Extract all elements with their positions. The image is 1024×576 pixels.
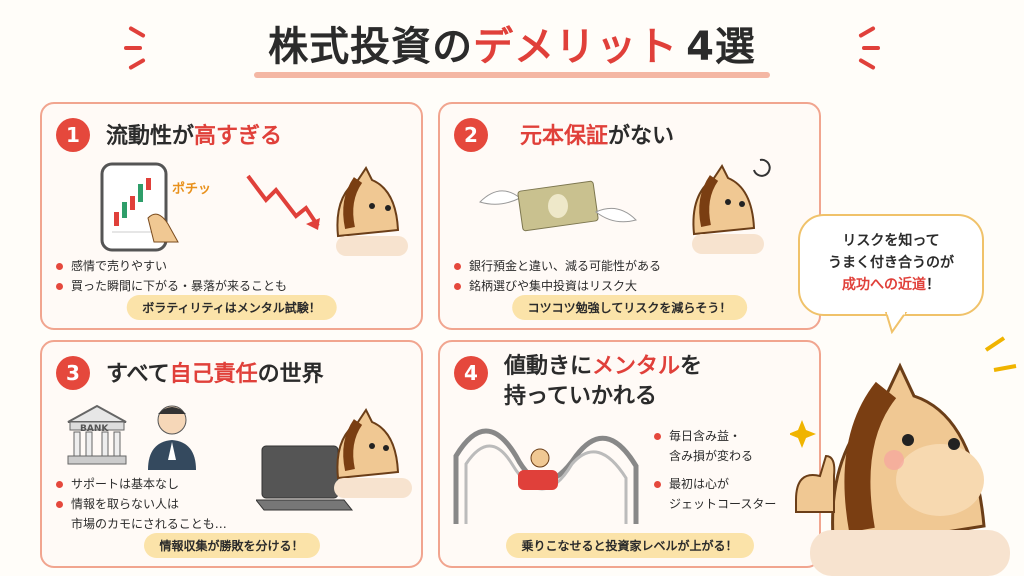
card-bullets: サポートは基本なし 情報を取らない人は 市場のカモにされることも… <box>56 474 227 534</box>
list-item: 毎日含み益・ <box>654 426 776 446</box>
bank-icon <box>67 404 127 465</box>
roller-coaster-icon <box>453 428 639 524</box>
speech-bubble: リスクを知って うまく付き合うのが 成功への近道！ <box>798 214 984 316</box>
falling-arrow-icon <box>246 174 320 230</box>
advisor-person-icon <box>148 405 196 470</box>
click-callout: ポチッ <box>172 182 212 197</box>
title-deco-right-2 <box>862 46 880 50</box>
title-underline <box>254 72 770 78</box>
list-item: サポートは基本なし <box>56 474 227 494</box>
card-banner: 情報収集が勝敗を分ける！ <box>143 533 320 558</box>
card-number: 4 <box>454 356 488 390</box>
card-no-principal-guarantee: 2 元本保証がない 銀行預金と違い、減る可能性がある 銘柄選びや集中投資はリスク… <box>438 102 821 330</box>
thumbs-up-horse-mascot <box>790 336 1017 576</box>
title-suffix: 4選 <box>686 24 756 70</box>
card-self-responsibility: 3 すべて自己責任の世界 BANK サポートは基本なし 情報を取らない人は 市場… <box>40 340 423 568</box>
card-banner: コツコツ勉強してリスクを減らそう！ <box>511 295 748 320</box>
list-item: 情報を取らない人は <box>56 494 227 514</box>
card-title: 値動きにメンタルを 持っていかれる <box>504 354 703 409</box>
bank-label: BANK <box>80 424 109 434</box>
list-item: 感情で売りやすい <box>56 256 287 276</box>
card-title: すべて自己責任の世界 <box>106 362 324 387</box>
card-title: 流動性が高すぎる <box>106 124 283 149</box>
list-item: 市場のカモにされることも… <box>71 517 227 531</box>
card-banner: ボラティリティはメンタル試験！ <box>126 295 337 320</box>
laptop-icon <box>256 445 354 511</box>
list-item: ジェットコースター <box>669 497 777 511</box>
list-item: 銘柄選びや集中投資はリスク大 <box>454 276 661 296</box>
list-item: 買った瞬間に下がる・暴落が来ることも <box>56 276 287 296</box>
card-liquidity: 1 流動性が高すぎる ポチッ 感情で売りやすい 買った瞬間に下がる・暴落が来るこ… <box>40 102 423 330</box>
card-number: 2 <box>454 118 488 152</box>
smartphone-chart-icon <box>100 162 179 252</box>
title-prefix: 株式投資の <box>268 24 474 70</box>
card-bullets: 感情で売りやすい 買った瞬間に下がる・暴落が来ることも <box>56 256 287 296</box>
card-number: 3 <box>56 356 90 390</box>
list-item: 最初は心が <box>654 474 776 494</box>
title-deco-left-2 <box>124 46 142 50</box>
title-accent: デメリット <box>473 24 679 70</box>
card-mental: 4 値動きにメンタルを 持っていかれる 毎日含み益・ 含み損が変わる 最初は心が… <box>438 340 821 568</box>
list-item: 含み損が変わる <box>669 449 754 463</box>
horse-at-laptop-icon <box>334 408 412 498</box>
card-title: 元本保証がない <box>520 124 675 149</box>
card-bullets: 銀行預金と違い、減る可能性がある 銘柄選びや集中投資はリスク大 <box>454 256 661 296</box>
card-bullets: 毎日含み益・ 含み損が変わる 最初は心が ジェットコースター <box>654 426 776 514</box>
bubble-line-3: 成功への近道！ <box>842 277 940 293</box>
confused-horse-icon <box>692 158 771 254</box>
list-item: 銀行預金と違い、減る可能性がある <box>454 256 661 276</box>
bubble-line-2: うまく付き合うのが <box>828 255 954 271</box>
card-banner: 乗りこなせると投資家レベルが上がる！ <box>505 533 754 558</box>
bubble-tail <box>884 312 908 334</box>
bubble-line-1: リスクを知って <box>842 233 940 249</box>
worried-horse-icon <box>336 166 408 256</box>
card-number: 1 <box>56 118 90 152</box>
flying-money-icon <box>479 180 637 232</box>
